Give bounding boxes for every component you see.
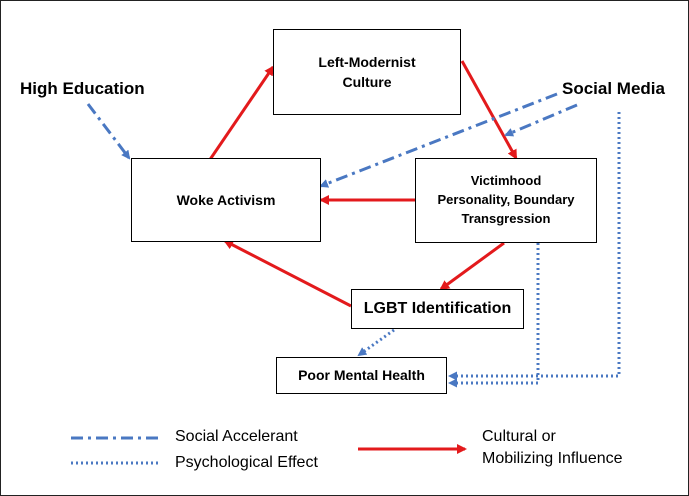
arrow-socialmedia-to-mentalhealth [448,112,621,381]
node-lgbt-label: LGBT Identification [363,300,512,318]
legend-social-accelerant-text: Social Accelerant [175,428,298,445]
arrow-leftmodernist-to-victimhood [460,60,518,160]
node-poor-mental-health: Poor Mental Health [276,357,447,394]
arrow-lgbt-to-mentalhealth [357,328,395,357]
label-social-media: Social Media [562,79,665,98]
legend-psychological-effect-text: Psychological Effect [175,454,318,471]
node-left-modernist-culture: Left-Modernist Culture [273,29,461,115]
node-lgbt-identification: LGBT Identification [351,289,524,329]
node-left-modernist-label: Left-Modernist Culture [318,53,416,90]
legend-cultural-influence-text: Cultural or Mobilizing Influence [482,428,623,468]
node-woke-activism: Woke Activism [131,158,321,242]
arrow-socialmedia-to-woke [319,92,558,188]
node-victimhood-label: Victimhood Personality, Boundary Transgr… [437,173,575,226]
arrow-lgbt-to-woke [223,239,352,308]
arrow-victimhood-to-lgbt [439,241,505,291]
label-high-education: High Education [20,79,145,98]
arrow-woke-to-leftmodernist [207,65,275,162]
arrow-victimhood-to-mentalhealth [448,243,540,388]
arrow-higheducation-to-woke [86,103,131,160]
node-victimhood: Victimhood Personality, Boundary Transgr… [415,158,597,243]
node-woke-activism-label: Woke Activism [176,191,276,208]
node-poor-mental-health-label: Poor Mental Health [298,367,425,384]
